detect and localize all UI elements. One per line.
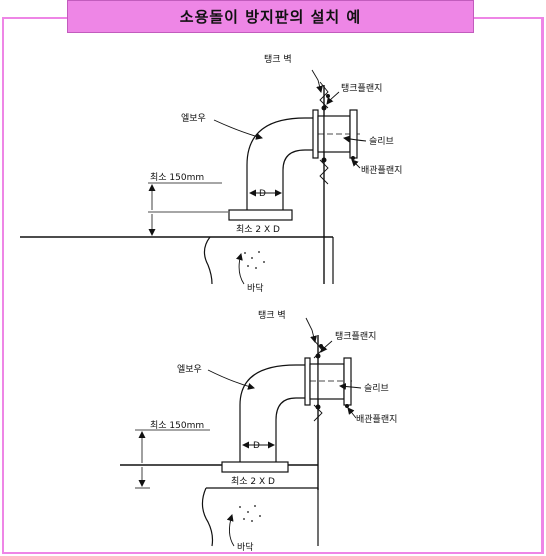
- elbow-pipe: [246, 117, 313, 210]
- label-tank-wall: 탱크 벽: [264, 54, 292, 65]
- label-min-plate: 최소 2 X D: [236, 224, 280, 235]
- label-diameter: D: [259, 189, 266, 199]
- frame-right: [541, 18, 544, 554]
- label-min-height: 최소 150mm: [150, 172, 204, 183]
- label-sleeve: 슬리브: [364, 383, 389, 394]
- label-tank-flange: 탱크플랜지: [335, 331, 376, 342]
- label-pipe-flange: 배관플랜지: [356, 414, 397, 425]
- frame-top-right: [473, 17, 544, 19]
- label-floor: 바닥: [237, 542, 254, 553]
- label-min-height: 최소 150mm: [150, 420, 204, 431]
- label-min-plate: 최소 2 X D: [231, 476, 275, 487]
- frame-left: [2, 18, 4, 554]
- floor-texture: [239, 505, 261, 522]
- label-diameter: D: [253, 441, 260, 451]
- label-tank-wall: 탱크 벽: [258, 310, 286, 321]
- label-sleeve: 슬리브: [369, 136, 394, 147]
- frame-bottom: [2, 552, 544, 554]
- frame-top-left: [2, 17, 68, 19]
- floor-texture: [244, 251, 265, 269]
- pipe-flange: [343, 357, 352, 406]
- anti-vortex-plate: [221, 461, 289, 473]
- diagram-top: [20, 69, 367, 285]
- anti-vortex-plate: [228, 209, 293, 221]
- tank-flange: [312, 109, 319, 159]
- label-pipe-flange: 배관플랜지: [361, 165, 402, 176]
- elbow-pipe: [239, 364, 305, 462]
- label-elbow: 엘보우: [181, 113, 206, 124]
- floor-slab: [201, 487, 319, 547]
- label-tank-flange: 탱크플랜지: [341, 83, 382, 94]
- label-floor: 바닥: [247, 283, 264, 294]
- diagram-bottom-labels: 탱크 벽 탱크플랜지 엘보우 슬리브 배관플랜지 최소 150mm D 최소 2…: [150, 310, 397, 553]
- sleeve: [317, 363, 345, 400]
- pipe-flange: [349, 109, 358, 159]
- floor-slab: [203, 236, 334, 285]
- diagram-bottom: [120, 317, 362, 547]
- page-title: 소용돌이 방지판의 설치 예: [67, 0, 474, 33]
- tank-flange: [304, 357, 311, 406]
- diagram-top-labels: 탱크 벽 탱크플랜지 엘보우 슬리브 배관플랜지 최소 150mm D 최소 2…: [150, 54, 402, 294]
- label-elbow: 엘보우: [177, 364, 202, 375]
